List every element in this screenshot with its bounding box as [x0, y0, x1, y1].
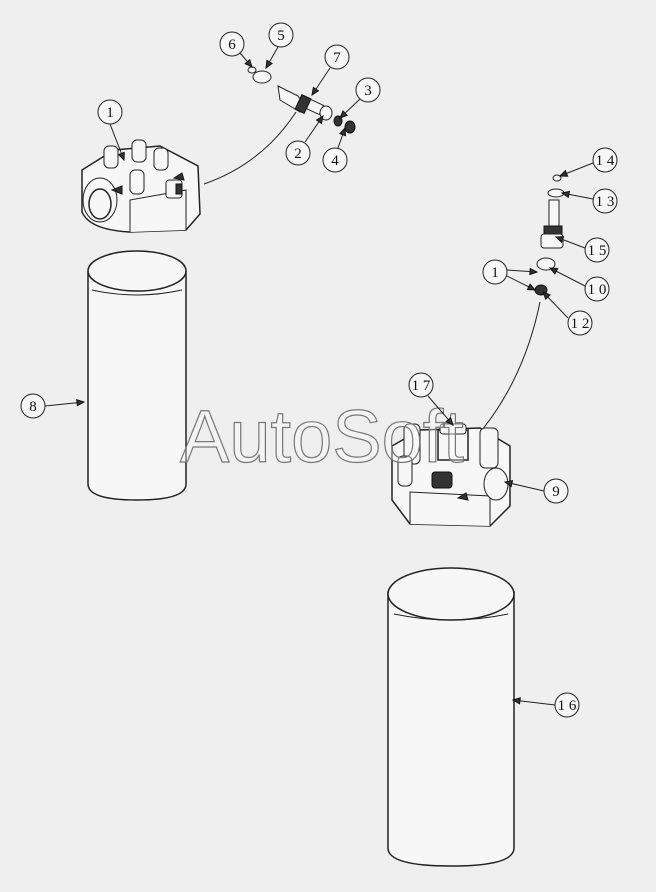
callout-circle [324, 44, 350, 70]
callout-c-8: 8 [20, 393, 86, 419]
callout-label: 1 0 [588, 282, 607, 298]
callout-label: 1 6 [558, 698, 577, 714]
callout-arrowhead [117, 151, 125, 162]
callout-circle [97, 99, 123, 125]
callout-arrowhead [560, 190, 571, 199]
callout-circle [219, 31, 245, 57]
callout-arrowhead [244, 58, 253, 68]
callout-c-15: 1 5 [554, 236, 610, 263]
o-ring-14 [552, 174, 562, 182]
callout-circle [567, 310, 593, 336]
callout-c-3: 3 [339, 77, 381, 119]
filter-head-right [391, 423, 511, 527]
callout-c-16: 1 6 [511, 692, 580, 718]
callout-label: 1 5 [588, 243, 607, 259]
callout-c-1-right-branch [506, 275, 537, 291]
callout-circle [285, 140, 311, 166]
callout-c-9: 9 [503, 478, 569, 504]
callout-c-13: 1 3 [560, 188, 618, 214]
callout-label: 2 [294, 146, 302, 162]
callout-label: 3 [364, 83, 372, 99]
callout-label: 1 7 [412, 378, 431, 394]
callout-circle [554, 692, 580, 718]
callout-label: 6 [228, 37, 236, 53]
callout-arrowhead [529, 267, 539, 276]
callout-arrowhead [76, 399, 86, 407]
callout-label: 1 3 [596, 194, 615, 210]
washer-10 [536, 257, 556, 271]
callout-c-5: 5 [265, 22, 294, 70]
callout-circle [268, 22, 294, 48]
callout-label: 8 [29, 399, 37, 415]
callout-layer: 1 2 3 4 5 6 7 8 9 1 1 0 1 2 1 3 1 4 1 5 1 6 1 7 [20, 22, 618, 718]
callout-arrowhead [554, 236, 565, 244]
callout-circle [584, 237, 610, 263]
callout-circle [592, 188, 618, 214]
callout-c-10: 1 0 [548, 267, 610, 302]
o-ring-6 [247, 66, 257, 74]
callout-arrowhead [339, 110, 349, 119]
callout-c-6: 6 [219, 31, 253, 68]
o-ring-5 [252, 70, 272, 84]
callout-arrowhead [445, 416, 454, 426]
callout-c-1-top: 1 [97, 99, 125, 162]
watermark: AutoSoft [180, 395, 464, 478]
callout-label: 1 [491, 265, 499, 281]
callout-circle [20, 393, 46, 419]
callout-circle [592, 147, 618, 173]
filter-cartridge-right [387, 567, 515, 867]
callout-circle [584, 276, 610, 302]
callout-arrowhead [558, 169, 569, 177]
callout-label: 1 4 [596, 153, 615, 169]
callout-c-2: 2 [285, 114, 324, 166]
nut-4 [344, 120, 356, 134]
callout-label: 5 [277, 28, 285, 44]
callout-label: 1 [106, 105, 114, 121]
callout-label: 1 2 [571, 316, 590, 332]
callout-arrowhead [542, 291, 551, 301]
callout-label: 9 [552, 484, 560, 500]
callout-arrowhead [503, 480, 514, 488]
callout-arrowhead [548, 267, 559, 275]
filter-head-left [81, 139, 201, 233]
callout-circle [322, 147, 348, 173]
callout-arrowhead [311, 86, 320, 97]
callout-arrowhead [315, 114, 324, 125]
callout-c-1-right: 1 [482, 259, 539, 285]
callout-c-17: 1 7 [408, 372, 454, 426]
callout-label: 4 [331, 153, 339, 169]
callout-arrowhead [265, 59, 273, 70]
callout-circle [355, 77, 381, 103]
sensor-wire-left [203, 111, 297, 185]
callout-circle [408, 372, 434, 398]
callout-arrowhead [511, 697, 521, 705]
callout-circle [543, 478, 569, 504]
callout-c-12: 1 2 [542, 291, 593, 336]
callout-c-7: 7 [311, 44, 350, 97]
callout-c-4: 4 [322, 126, 348, 173]
callout-arrowhead [526, 283, 537, 291]
callout-circle [482, 259, 508, 285]
callout-label: 7 [333, 50, 341, 66]
filter-cartridge-left [87, 250, 187, 501]
callout-arrowhead [338, 126, 347, 137]
pressure-switch-7 [277, 85, 325, 116]
callout-c-14: 1 4 [558, 147, 618, 177]
